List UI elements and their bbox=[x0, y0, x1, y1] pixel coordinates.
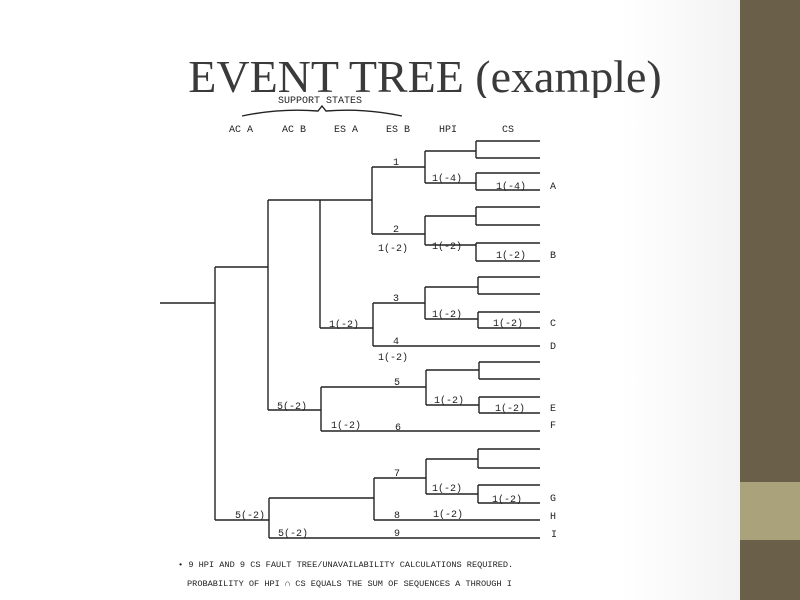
note-line-2: PROBABILITY OF HPI ∩ CS EQUALS THE SUM O… bbox=[187, 579, 512, 589]
sidebar-block-bottom bbox=[740, 540, 800, 600]
prob-label: 1(-4) bbox=[496, 181, 526, 193]
prob-label: 1(-2) bbox=[432, 483, 462, 495]
prob-label: 1(-2) bbox=[329, 319, 359, 331]
outcome-label: E bbox=[550, 404, 556, 415]
outcome-label: C bbox=[550, 319, 556, 330]
seq-label: 6 bbox=[395, 423, 401, 434]
prob-label: 1(-2) bbox=[378, 243, 408, 255]
seq-label: 7 bbox=[394, 469, 400, 480]
tree-lines bbox=[160, 140, 540, 539]
prob-label: 1(-2) bbox=[492, 494, 522, 506]
column-cs: CS bbox=[502, 125, 514, 136]
prob-label: 5(-2) bbox=[235, 510, 265, 522]
outcome-label: I bbox=[551, 530, 557, 541]
outcome-label: D bbox=[550, 342, 556, 353]
prob-label: 5(-2) bbox=[278, 528, 308, 540]
seq-label: 4 bbox=[393, 337, 399, 348]
seq-label: 5 bbox=[394, 378, 400, 389]
prob-label: 1(-2) bbox=[432, 309, 462, 321]
prob-label: 1(-2) bbox=[496, 250, 526, 262]
seq-label: 2 bbox=[393, 225, 399, 236]
prob-label: 5(-2) bbox=[277, 401, 307, 413]
column-ac-b: AC B bbox=[282, 125, 306, 136]
support-states-label: SUPPORT STATES bbox=[278, 96, 362, 107]
prob-label: 1(-2) bbox=[331, 420, 361, 432]
sidebar-block-accent bbox=[740, 482, 800, 540]
prob-label: 1(-2) bbox=[378, 352, 408, 364]
outcome-label: H bbox=[550, 512, 556, 523]
brace bbox=[241, 104, 403, 117]
prob-label: 1(-4) bbox=[432, 173, 462, 185]
seq-label: 8 bbox=[394, 511, 400, 522]
seq-label: 3 bbox=[393, 294, 399, 305]
seq-label: 1 bbox=[393, 158, 399, 169]
slide-title: EVENT TREE (example) bbox=[188, 51, 662, 98]
prob-label: 1(-2) bbox=[495, 403, 525, 415]
prob-label: 1(-2) bbox=[434, 395, 464, 407]
outcome-label: F bbox=[550, 421, 556, 432]
background-shade bbox=[620, 0, 740, 600]
prob-label: 1(-2) bbox=[433, 509, 463, 521]
outcome-label: B bbox=[550, 251, 556, 262]
outcome-label: A bbox=[550, 182, 556, 193]
outcome-label: G bbox=[550, 494, 556, 505]
column-hpi: HPI bbox=[439, 125, 457, 136]
prob-label: 1(-2) bbox=[493, 318, 523, 330]
column-ac-a: AC A bbox=[229, 125, 253, 136]
sidebar-block-top bbox=[740, 0, 800, 482]
seq-label: 9 bbox=[394, 529, 400, 540]
note-line-1: • 9 HPI AND 9 CS FAULT TREE/UNAVAILABILI… bbox=[178, 560, 514, 570]
column-es-b: ES B bbox=[386, 125, 410, 136]
prob-label: 1(-2) bbox=[432, 241, 462, 253]
column-es-a: ES A bbox=[334, 125, 358, 136]
